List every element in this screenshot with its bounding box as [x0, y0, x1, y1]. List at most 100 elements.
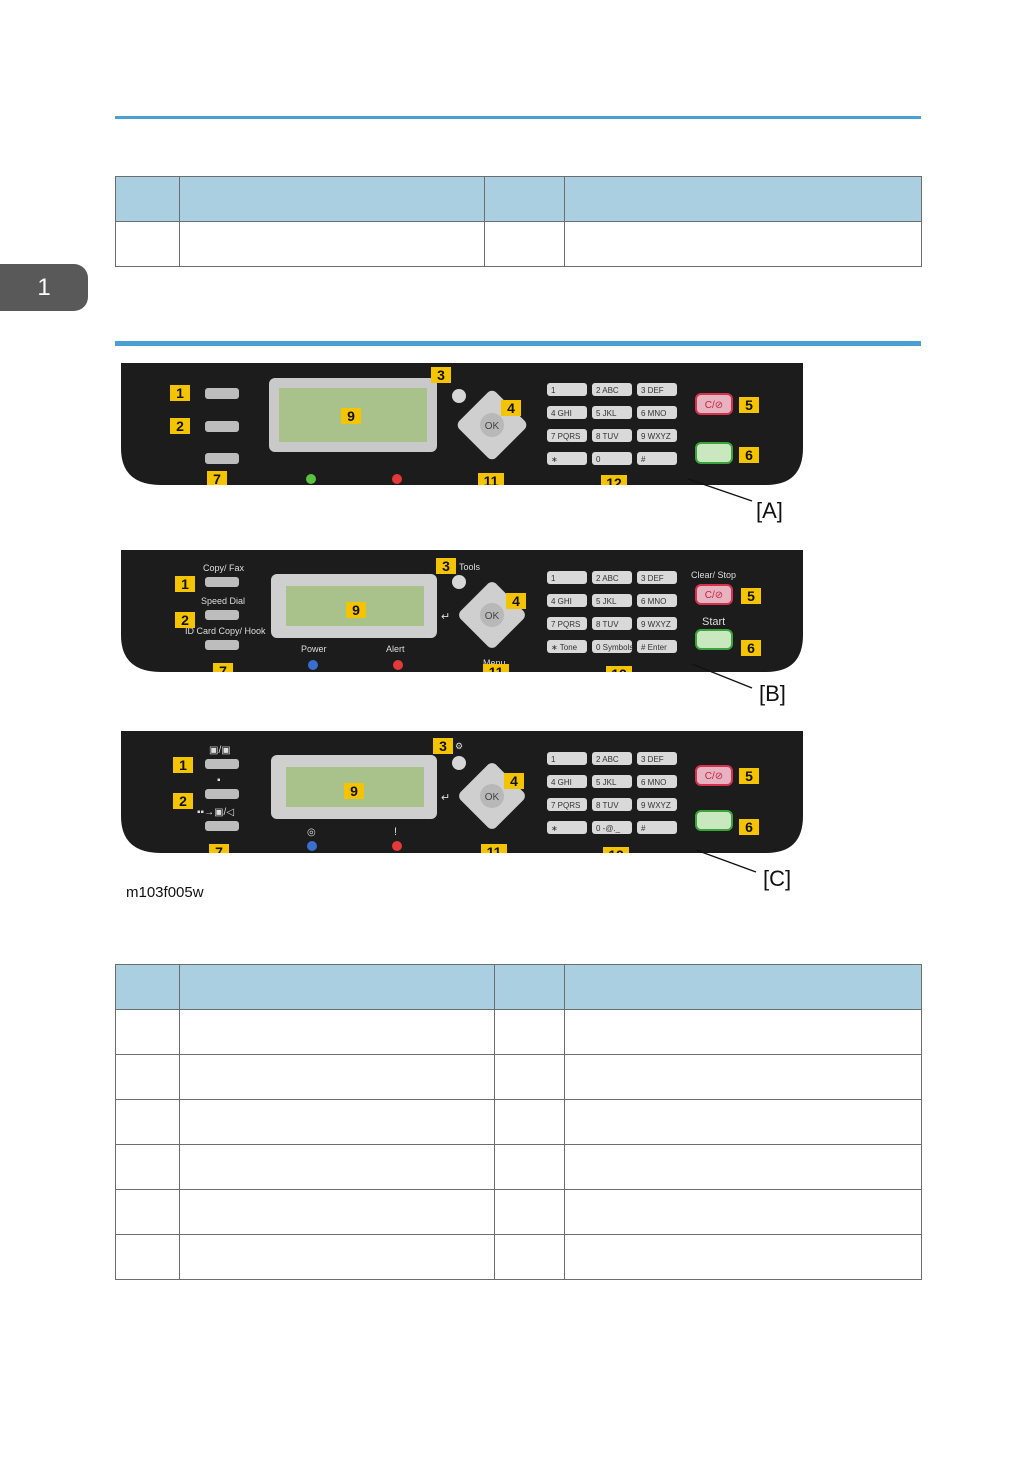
callout-badge — [504, 773, 524, 789]
callout-badge — [207, 471, 227, 485]
callout-badge — [601, 475, 627, 485]
keypad-key-label: 3 DEF — [641, 574, 664, 583]
callout-badge — [436, 558, 456, 574]
keypad-key-label: # Enter — [641, 643, 667, 652]
clear-stop-label: C/⊘ — [705, 400, 723, 411]
table-row — [115, 1189, 922, 1235]
keypad-key-label: 8 TUV — [596, 620, 619, 629]
clear-stop-button — [695, 393, 733, 415]
keypad-key — [547, 640, 587, 653]
callout-number: 4 — [512, 593, 520, 609]
button-speed-dial — [205, 610, 239, 620]
keypad-key-label: # — [641, 824, 646, 833]
callout-badge — [175, 612, 195, 628]
keypad-key-label: 6 MNO — [641, 597, 666, 606]
keypad-key — [547, 406, 587, 419]
keypad-key-label: 6 MNO — [641, 409, 666, 418]
back-icon: ↵ — [441, 792, 450, 804]
keypad-key — [592, 640, 632, 653]
table-cell — [564, 964, 922, 1010]
table-cell — [115, 221, 180, 267]
keypad-key-label: 5 JKL — [596, 409, 617, 418]
callout-number: 5 — [745, 397, 753, 413]
callout-badge — [741, 588, 761, 604]
callout-badge — [483, 664, 509, 672]
keypad-key-label: 3 DEF — [641, 386, 664, 395]
table-cell — [115, 1189, 180, 1235]
leader-line-c — [695, 849, 757, 873]
callout-number: 4 — [510, 773, 518, 789]
callout-badge — [344, 783, 364, 799]
callout-number: 3 — [437, 367, 445, 383]
copy-fax-icon: ▣/▣ — [209, 745, 231, 756]
callout-number: 12 — [608, 847, 624, 853]
keypad-key — [547, 821, 587, 834]
table-cell — [564, 221, 922, 267]
keypad-key — [547, 617, 587, 630]
table-cell — [179, 1144, 495, 1190]
callout-number: 9 — [347, 408, 355, 424]
keypad-key — [592, 775, 632, 788]
clear-stop-button — [695, 765, 733, 786]
control-panel-b: Copy/ Fax Speed Dial ID Card Copy/ Hook … — [121, 550, 803, 672]
keypad-key — [592, 383, 632, 396]
button-copy-fax — [205, 759, 239, 769]
callout-badge — [478, 473, 504, 485]
keypad-key-label: 9 WXYZ — [641, 620, 671, 629]
figure-id: m103f005w — [126, 884, 204, 901]
start-button — [695, 442, 733, 464]
keypad-key — [547, 429, 587, 442]
keypad-key — [592, 452, 632, 465]
table-cell — [564, 1054, 922, 1100]
keypad-key — [547, 594, 587, 607]
callout-badge — [173, 757, 193, 773]
table-cell — [179, 964, 495, 1010]
callout-badge — [341, 408, 361, 424]
start-button — [695, 629, 733, 650]
table-cell — [494, 964, 565, 1010]
figure-label-b: [B] — [759, 681, 786, 706]
label-tools: Tools — [459, 562, 481, 572]
speed-dial-icon: ▪ — [217, 775, 221, 786]
ok-label: OK — [485, 611, 500, 622]
keypad-key-label: 4 GHI — [551, 597, 572, 606]
keypad-key — [637, 775, 677, 788]
callout-badge — [501, 400, 521, 416]
keypad-key-label: 1 — [551, 574, 556, 583]
keypad-key-label: 8 TUV — [596, 801, 619, 810]
keypad-key-label: 5 JKL — [596, 778, 617, 787]
keypad-key-label: 2 ABC — [596, 755, 619, 764]
table-cell — [115, 1054, 180, 1100]
button-id-card — [205, 640, 239, 650]
keypad-key-label: 0 -@._ — [596, 824, 621, 833]
callout-badge — [506, 593, 526, 609]
callout-badge — [431, 367, 451, 383]
keypad-key — [592, 798, 632, 811]
bottom-table — [115, 964, 922, 1280]
callout-number: 4 — [507, 400, 515, 416]
callout-number: 2 — [176, 418, 184, 434]
label-clear-stop: Clear/ Stop — [691, 570, 736, 580]
keypad-key-label: ∗ — [551, 455, 558, 464]
table-cell — [115, 964, 180, 1010]
callout-number: 6 — [745, 447, 753, 463]
led-power — [307, 841, 317, 851]
keypad-key-label: 4 GHI — [551, 778, 572, 787]
header-rule — [115, 116, 921, 119]
ok-button — [480, 784, 504, 808]
table-cell — [494, 1144, 565, 1190]
callout-badge — [739, 397, 759, 413]
leader-line-a — [687, 478, 753, 502]
callout-badge — [606, 666, 632, 672]
button-speed-dial — [205, 421, 239, 432]
button-copy-fax — [205, 577, 239, 587]
keypad-key — [637, 452, 677, 465]
keypad-key-label: ∗ Tone — [551, 643, 578, 652]
keypad-key-label: 7 PQRS — [551, 801, 580, 810]
keypad-key-label: 2 ABC — [596, 386, 619, 395]
table-row — [115, 221, 922, 267]
